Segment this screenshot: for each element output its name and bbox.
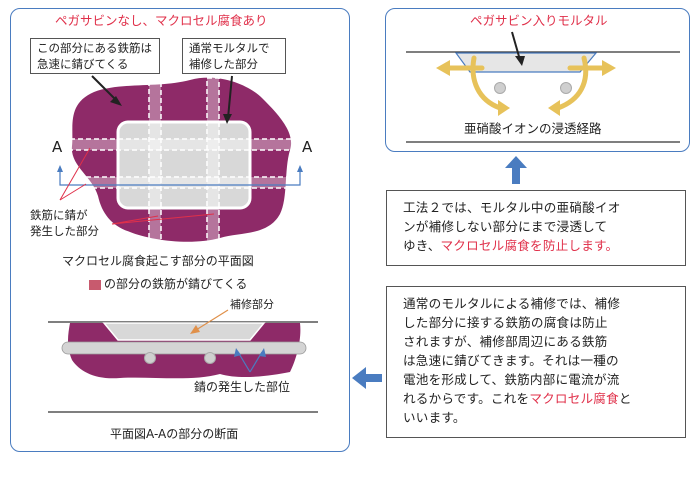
- rust-site-label: 錆の発生した部位: [194, 380, 291, 394]
- macrocell-explanation-box: 通常のモルタルによる補修では、補修 した部分に接する鉄筋の腐食は防止 されますが…: [386, 286, 686, 438]
- arrow-up: [505, 156, 527, 184]
- rebar-grid: [61, 77, 299, 247]
- callout-repaired-part: 通常モルタルで 補修した部分: [182, 38, 286, 74]
- repaired-area: [116, 120, 252, 210]
- legend-swatch: [89, 280, 101, 290]
- section-label-a-left: A: [52, 138, 63, 156]
- plan-caption: マクロセル腐食起こす部分の平面図: [62, 254, 254, 268]
- rust-label-line2: 発生した部分: [30, 224, 99, 238]
- section-caption: 平面図A-Aの部分の断面: [110, 427, 239, 441]
- right-panel-title: ペガサビン入りモルタル: [470, 13, 608, 28]
- right-rebar: [430, 73, 666, 83]
- section-repair: [102, 322, 266, 341]
- method-description-box: 工法２では、モルタル中の亜硝酸イオ ンが補修しない部分にまで浸透して ゆき、マク…: [386, 190, 686, 266]
- section-line-aa: [59, 172, 301, 186]
- rust-label-line1: 鉄筋に錆が: [30, 208, 88, 222]
- legend-text: の部分の鉄筋が錆びてくる: [104, 277, 248, 291]
- right-panel-caption: 亜硝酸イオンの浸透経路: [464, 121, 602, 136]
- left-panel-title: ペガサビンなし、マクロセル腐食あり: [55, 13, 268, 28]
- callout-rapid-rust: この部分にある鉄筋は 急速に錆びてくる: [30, 38, 160, 74]
- repair-part-label: 補修部分: [230, 298, 274, 311]
- section-rebar: [61, 341, 307, 355]
- section-label-a-right: A: [302, 138, 313, 156]
- arrow-left: [352, 367, 382, 389]
